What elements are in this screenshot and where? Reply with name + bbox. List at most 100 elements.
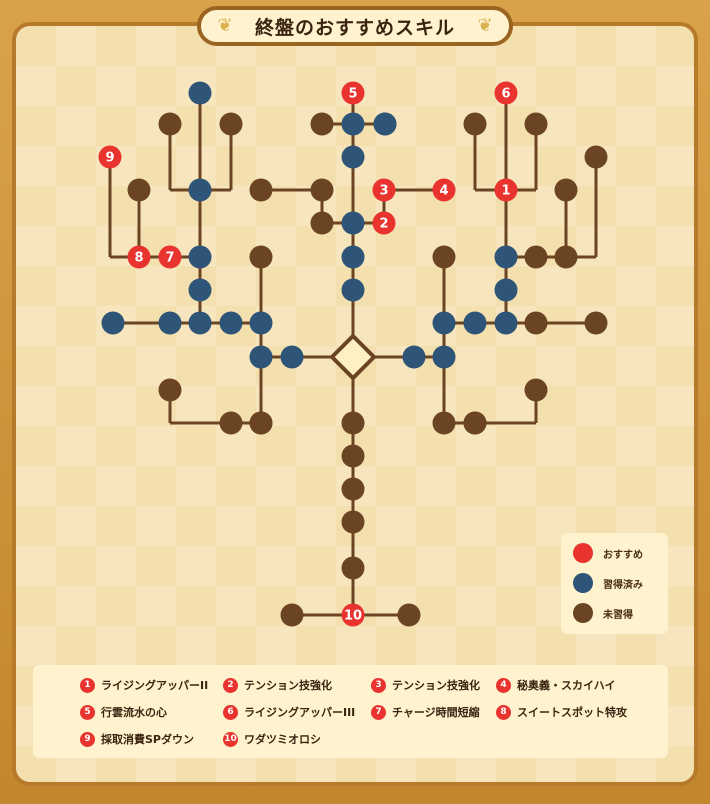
unlearned-skill-node[interactable] xyxy=(341,556,365,580)
unlearned-skill-node[interactable] xyxy=(219,411,243,435)
number-badge: 7 xyxy=(371,704,386,720)
number-badge: 2 xyxy=(223,677,238,693)
unlearned-skill-node[interactable] xyxy=(310,112,334,136)
number-badge: 10 xyxy=(223,731,238,747)
unlearned-skill-node[interactable] xyxy=(310,178,334,202)
recommended-skill-node[interactable] xyxy=(158,245,182,269)
skill-name: テンション技強化 xyxy=(392,679,480,692)
learned-skill-node[interactable] xyxy=(463,311,487,335)
skill-node-number: 1 xyxy=(501,184,510,199)
learned-skill-node[interactable] xyxy=(341,112,365,136)
recommended-dot-icon xyxy=(573,543,593,563)
unlearned-skill-node[interactable] xyxy=(432,245,456,269)
unlearned-skill-node[interactable] xyxy=(249,411,273,435)
recommended-skill-node[interactable] xyxy=(98,145,122,169)
unlearned-skill-node[interactable] xyxy=(584,311,608,335)
unlearned-skill-node[interactable] xyxy=(463,112,487,136)
unlearned-skill-node[interactable] xyxy=(554,245,578,269)
learned-skill-node[interactable] xyxy=(432,311,456,335)
learned-skill-node[interactable] xyxy=(219,311,243,335)
skill-node-number: 8 xyxy=(134,251,143,266)
key-item: 9 採取消費SPダウン xyxy=(80,729,194,749)
learned-skill-node[interactable] xyxy=(188,311,212,335)
unlearned-skill-node[interactable] xyxy=(524,245,548,269)
recommended-skill-node[interactable] xyxy=(341,81,365,105)
learned-skill-node[interactable] xyxy=(249,345,273,369)
number-badge: 1 xyxy=(80,677,95,693)
recommended-skill-node[interactable] xyxy=(372,211,396,235)
learned-skill-node[interactable] xyxy=(341,278,365,302)
learned-skill-node[interactable] xyxy=(341,245,365,269)
legend-label: 未習得 xyxy=(603,609,633,621)
unlearned-skill-node[interactable] xyxy=(397,603,421,627)
recommended-skill-node[interactable] xyxy=(372,178,396,202)
skill-node-number: 9 xyxy=(105,151,114,166)
unlearned-skill-node[interactable] xyxy=(249,178,273,202)
unlearned-skill-node[interactable] xyxy=(554,178,578,202)
learned-skill-node[interactable] xyxy=(341,145,365,169)
skill-node-number: 3 xyxy=(379,184,388,199)
learned-skill-node[interactable] xyxy=(402,345,426,369)
unlearned-skill-node[interactable] xyxy=(158,378,182,402)
unlearned-skill-node[interactable] xyxy=(463,411,487,435)
key-item: 10 ワダツミオロシ xyxy=(223,729,321,749)
unlearned-skill-node[interactable] xyxy=(341,444,365,468)
skill-name: スイートスポット特攻 xyxy=(517,706,627,719)
unlearned-skill-node[interactable] xyxy=(524,378,548,402)
unlearned-skill-node[interactable] xyxy=(432,411,456,435)
key-item: 2 テンション技強化 xyxy=(223,675,332,695)
unlearned-skill-node[interactable] xyxy=(310,211,334,235)
learned-skill-node[interactable] xyxy=(188,278,212,302)
recommended-skill-node[interactable] xyxy=(494,81,518,105)
unlearned-skill-node[interactable] xyxy=(584,145,608,169)
learned-skill-node[interactable] xyxy=(494,245,518,269)
learned-skill-node[interactable] xyxy=(280,345,304,369)
learned-skill-node[interactable] xyxy=(494,278,518,302)
learned-skill-node[interactable] xyxy=(188,178,212,202)
skill-name: テンション技強化 xyxy=(244,679,332,692)
recommended-skill-node[interactable] xyxy=(494,178,518,202)
unlearned-skill-node[interactable] xyxy=(524,112,548,136)
unlearned-skill-node[interactable] xyxy=(524,311,548,335)
unlearned-skill-node[interactable] xyxy=(341,477,365,501)
skill-name: 行雲流水の心 xyxy=(101,706,167,719)
unlearned-skill-node[interactable] xyxy=(280,603,304,627)
learned-skill-node[interactable] xyxy=(158,311,182,335)
unlearned-skill-node[interactable] xyxy=(249,245,273,269)
center-node[interactable] xyxy=(329,333,377,381)
page-title: 終盤のおすすめスキル xyxy=(254,16,455,39)
number-badge: 3 xyxy=(371,677,386,693)
learned-skill-node[interactable] xyxy=(494,311,518,335)
unlearned-skill-node[interactable] xyxy=(127,178,151,202)
key-item: 5 行雲流水の心 xyxy=(80,702,167,722)
legend-label: おすすめ xyxy=(603,549,643,561)
learned-dot-icon xyxy=(573,573,593,593)
number-badge: 5 xyxy=(80,704,95,720)
learned-skill-node[interactable] xyxy=(188,245,212,269)
unlearned-skill-node[interactable] xyxy=(341,510,365,534)
learned-skill-node[interactable] xyxy=(432,345,456,369)
number-badge: 9 xyxy=(80,731,95,747)
recommended-skill-node[interactable] xyxy=(341,603,365,627)
skill-name: ワダツミオロシ xyxy=(244,733,321,746)
recommended-skill-node[interactable] xyxy=(127,245,151,269)
skill-node-number: 6 xyxy=(501,87,510,102)
learned-skill-node[interactable] xyxy=(341,211,365,235)
learned-skill-node[interactable] xyxy=(188,81,212,105)
unlearned-skill-node[interactable] xyxy=(219,112,243,136)
legend: おすすめ 習得済み 未習得 xyxy=(561,533,668,634)
recommended-skill-node[interactable] xyxy=(432,178,456,202)
skill-name: 秘奥義・スカイハイ xyxy=(517,679,616,692)
learned-skill-node[interactable] xyxy=(101,311,125,335)
learned-skill-node[interactable] xyxy=(373,112,397,136)
title-banner: ❦ 終盤のおすすめスキル ❦ xyxy=(197,6,513,46)
unlearned-skill-node[interactable] xyxy=(341,411,365,435)
unlearned-skill-node[interactable] xyxy=(158,112,182,136)
learned-skill-node[interactable] xyxy=(249,311,273,335)
skill-name: 採取消費SPダウン xyxy=(101,733,194,746)
